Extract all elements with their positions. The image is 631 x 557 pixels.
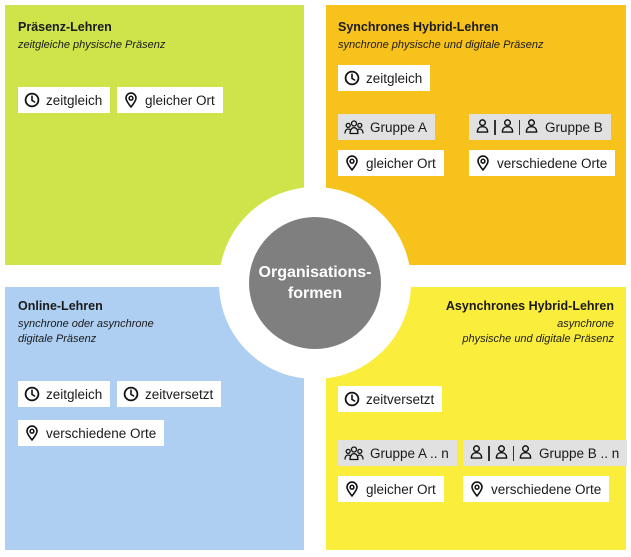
quadrant-title: Online-Lehren bbox=[18, 299, 103, 313]
quadrant-title: Asynchrones Hybrid-Lehren bbox=[445, 299, 614, 313]
quadrant-subtitle: synchrone physische und digitale Präsenz bbox=[338, 39, 544, 51]
location-pin-icon bbox=[475, 155, 491, 171]
chip-label: Gruppe A bbox=[370, 119, 428, 135]
chip-label: verschiedene Orte bbox=[497, 155, 608, 171]
separator bbox=[494, 119, 496, 135]
chip-place-same: gleicher Ort bbox=[117, 87, 223, 113]
quadrant-title: Präsenz-Lehren bbox=[18, 20, 112, 34]
location-pin-icon bbox=[344, 155, 360, 171]
quadrant-subtitle-line2: digitale Präsenz bbox=[18, 333, 97, 345]
chip-place-same: gleicher Ort bbox=[338, 476, 444, 502]
quadrant-subtitle-line2: physische und digitale Präsenz bbox=[462, 333, 614, 345]
person-icon bbox=[518, 444, 533, 462]
chip-label: gleicher Ort bbox=[366, 481, 436, 497]
clock-icon bbox=[344, 70, 360, 86]
person-icon bbox=[469, 444, 484, 462]
chip-label: zeitversetzt bbox=[366, 391, 435, 407]
person-icon bbox=[500, 118, 515, 136]
chip-label: Gruppe A .. n bbox=[370, 445, 449, 461]
quadrant-presence-teaching: Präsenz-Lehren zeitgleiche physische Prä… bbox=[5, 5, 304, 265]
chip-time-simultaneous: zeitgleich bbox=[338, 65, 431, 91]
chip-place-different: verschiedene Orte bbox=[18, 420, 165, 446]
center-label-line1: Organisations- bbox=[258, 264, 372, 281]
quadrant-subtitle: zeitgleiche physische Präsenz bbox=[18, 39, 166, 51]
clock-icon bbox=[24, 92, 40, 108]
chip-label: zeitgleich bbox=[46, 386, 103, 402]
chip-group-b: Gruppe B bbox=[469, 114, 611, 140]
quadrant-title: Synchrones Hybrid-Lehren bbox=[338, 20, 499, 34]
person-icon bbox=[524, 118, 539, 136]
chip-label: zeitversetzt bbox=[145, 386, 214, 402]
chip-place-different: verschiedene Orte bbox=[463, 476, 610, 502]
clock-icon bbox=[24, 386, 40, 402]
chip-label: zeitgleich bbox=[366, 70, 423, 86]
center-circle: Organisations- formen bbox=[249, 217, 381, 349]
location-pin-icon bbox=[24, 425, 40, 441]
quadrant-subtitle-line1: asynchrone bbox=[557, 318, 614, 330]
chip-label: gleicher Ort bbox=[145, 92, 215, 108]
chip-label: verschiedene Orte bbox=[491, 481, 602, 497]
chip-label: verschiedene Orte bbox=[46, 425, 157, 441]
person-icon bbox=[475, 118, 490, 136]
chip-group-a: Gruppe A bbox=[338, 114, 436, 140]
person-icon bbox=[494, 444, 509, 462]
location-pin-icon bbox=[344, 481, 360, 497]
separator bbox=[512, 445, 514, 461]
chip-time-delayed: zeitversetzt bbox=[338, 386, 443, 412]
chip-place-same: gleicher Ort bbox=[338, 150, 444, 176]
chip-label: gleicher Ort bbox=[366, 155, 436, 171]
location-pin-icon bbox=[469, 481, 485, 497]
clock-icon bbox=[344, 391, 360, 407]
location-pin-icon bbox=[123, 92, 139, 108]
group-icon bbox=[344, 445, 364, 461]
chip-place-different: verschiedene Orte bbox=[469, 150, 616, 176]
chip-time-simultaneous: zeitgleich bbox=[18, 381, 111, 407]
chip-label: zeitgleich bbox=[46, 92, 103, 108]
chip-time-simultaneous: zeitgleich bbox=[18, 87, 111, 113]
center-label-line2: formen bbox=[287, 285, 343, 302]
separator bbox=[518, 119, 520, 135]
chip-label: Gruppe B bbox=[545, 119, 603, 135]
chip-time-delayed: zeitversetzt bbox=[117, 381, 222, 407]
clock-icon bbox=[123, 386, 139, 402]
chip-group-a-to-n: Gruppe A .. n bbox=[338, 440, 457, 466]
quadrant-subtitle-line1: synchrone oder asynchrone bbox=[18, 318, 154, 330]
chip-group-b-to-n: Gruppe B .. n bbox=[463, 440, 628, 466]
separator bbox=[488, 445, 490, 461]
group-icon bbox=[344, 119, 364, 135]
chip-label: Gruppe B .. n bbox=[539, 445, 620, 461]
